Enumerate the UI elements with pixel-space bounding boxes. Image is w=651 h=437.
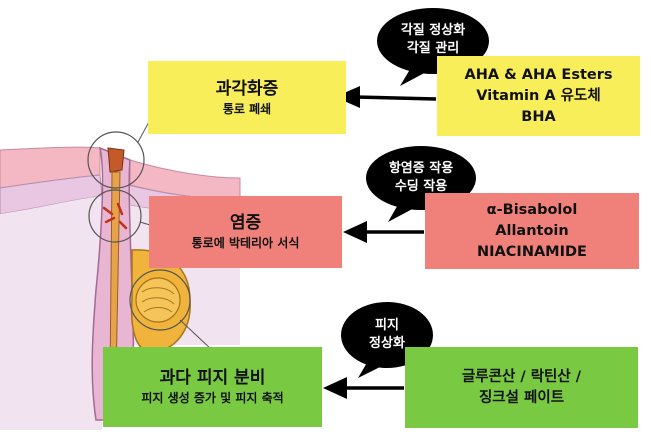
ingredient-line: 글루콘산 / 락틴산 / [461,368,582,385]
sebum-control-bubble-text: 피지 정상화 [345,317,429,353]
sebum-highlight-circle [129,269,191,331]
sebum-control-ingredients-box: 글루콘산 / 락틴산 / 징크설 페이트 [405,347,638,428]
bubble-line: 각질 정상화 [400,23,466,38]
bubble-line: 각질 관리 [406,41,460,56]
problem-title: 과다 피지 분비 [159,368,266,388]
inflammation-leader-line [139,221,151,226]
clog-highlight-circle [87,131,145,189]
keratin-plug [107,147,125,173]
bubble-line: 피지 [375,318,399,333]
sebum-control-arrow [323,377,404,399]
problem-title: 과각화증 [215,78,279,99]
excess-sebum-problem-box: 과다 피지 분비 피지 생성 증가 및 피지 축적 [103,347,322,427]
exfoliation-arrow [335,86,437,108]
anti-inflammatory-arrow [343,221,424,243]
bacteria-marks [102,202,128,230]
problem-subtitle: 통로 폐쇄 [222,101,272,116]
anti-inflammatory-bubble-text: 항염증 작용 수딩 작용 [366,160,476,196]
anti-inflammatory-ingredients-box: α-Bisabolol Allantoin NIACINAMIDE [425,193,639,269]
ingredient-line: Vitamin A 유도체 [476,87,601,104]
bubble-line: 수딩 작용 [394,179,448,194]
ingredient-line: NIACINAMIDE [477,243,587,260]
exfoliation-bubble-text: 각질 정상화 각질 관리 [378,22,488,58]
problem-subtitle: 피지 생성 증가 및 피지 축적 [141,391,284,405]
sebum-leader-line [179,319,213,351]
clogged-pore-problem-box: 과각화증 통로 폐쇄 [148,61,346,134]
ingredient-line: AHA & AHA Esters [464,66,613,83]
inflammation-highlight-circle [88,189,142,243]
bubble-line: 항염증 작용 [388,161,454,176]
inflammation-problem-box: 염증 통로에 박테리아 서식 [149,196,342,268]
bubble-line: 정상화 [369,336,405,351]
problem-subtitle: 통로에 박테리아 서식 [191,236,300,250]
dermis-layer [0,196,102,430]
exfoliation-ingredients-box: AHA & AHA Esters Vitamin A 유도체 BHA [437,56,640,136]
ingredient-line: 징크설 페이트 [478,389,565,406]
problem-title: 염증 [229,213,262,233]
ingredient-line: BHA [521,108,556,125]
ingredient-line: α-Bisabolol [486,201,578,218]
ingredient-line: Allantoin [495,222,569,239]
